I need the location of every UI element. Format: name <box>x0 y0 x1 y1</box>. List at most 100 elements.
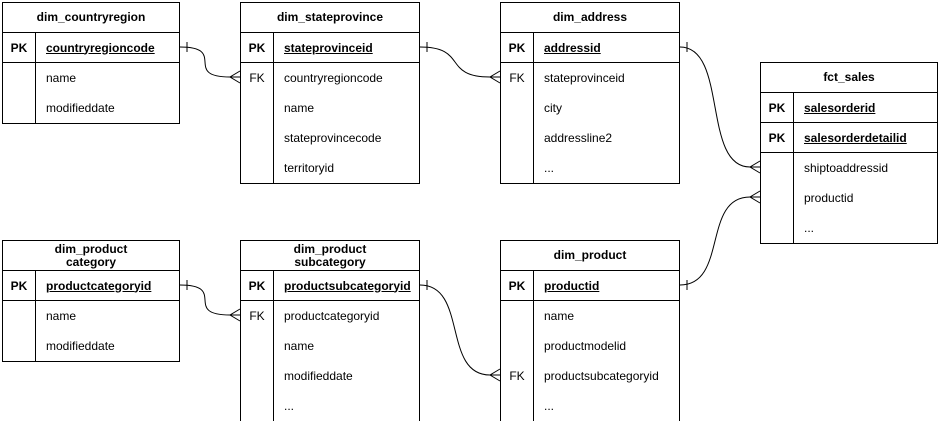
key-cell <box>241 391 274 421</box>
field-row-stateprovinceid: FK stateprovinceid <box>501 63 679 93</box>
key-cell: FK <box>241 63 274 93</box>
field-name: productcategoryid <box>46 278 152 293</box>
field-row-salesorderdetailid: PK salesorderdetailid <box>761 123 937 153</box>
field-row-productmodelid: productmodelid <box>501 331 679 361</box>
field-row-countryregioncode: FK countryregioncode <box>241 63 419 93</box>
key-cell <box>761 213 794 243</box>
key-cell <box>761 183 794 213</box>
field-row-modifieddate: modifieddate <box>3 331 179 361</box>
key-cell <box>241 123 274 153</box>
field-name: addressline2 <box>544 131 613 145</box>
field-name: name <box>284 101 315 115</box>
relationship-dim_product-to-fct_sales[interactable] <box>679 190 761 290</box>
relationship-dim_productsubcategory-to-dim_product[interactable] <box>419 280 501 382</box>
key-cell <box>501 93 534 123</box>
relationship-line <box>179 46 231 78</box>
key-cell: FK <box>501 63 534 93</box>
key-cell: PK <box>241 271 274 300</box>
key-cell <box>3 93 36 123</box>
relationship-dim_productcategory-to-dim_productsubcategory[interactable] <box>179 280 241 322</box>
relationship-line <box>419 46 491 78</box>
cardinality-many-crows-foot <box>229 308 241 322</box>
field-name: productmodelid <box>544 339 627 353</box>
field-name: productsubcategoryid <box>544 369 659 383</box>
field-name: countryregioncode <box>284 71 383 85</box>
relationship-line <box>419 284 491 376</box>
entity-title-dim_stateprovince: dim_stateprovince <box>241 3 419 33</box>
field-row-name: name <box>241 331 419 361</box>
key-cell <box>501 331 534 361</box>
entity-title-dim_countryregion: dim_countryregion <box>3 3 179 33</box>
key-cell: PK <box>501 33 534 62</box>
field-name: name <box>284 339 315 353</box>
key-cell <box>241 93 274 123</box>
field-row-shiptoaddressid: shiptoaddressid <box>761 153 937 183</box>
key-cell <box>3 301 36 331</box>
field-name: countryregioncode <box>46 40 155 55</box>
relationship-line <box>179 284 231 316</box>
key-cell: PK <box>241 33 274 62</box>
field-row-city: city <box>501 93 679 123</box>
field-row-countryregioncode: PK countryregioncode <box>3 33 179 63</box>
field-row-addressid: PK addressid <box>501 33 679 63</box>
field-row-ellipsis: ... <box>501 153 679 183</box>
key-cell: FK <box>241 301 274 331</box>
field-name: stateprovinceid <box>544 71 625 85</box>
field-name: modifieddate <box>46 101 115 115</box>
field-row-modifieddate: modifieddate <box>241 361 419 391</box>
field-name: stateprovinceid <box>284 40 373 55</box>
field-row-ellipsis: ... <box>241 391 419 421</box>
field-name: ... <box>544 399 555 413</box>
field-row-stateprovinceid: PK stateprovinceid <box>241 33 419 63</box>
relationship-line <box>679 46 751 168</box>
key-cell: PK <box>3 33 36 62</box>
field-row-productsubcategoryid: PK productsubcategoryid <box>241 271 419 301</box>
field-row-ellipsis: ... <box>501 391 679 421</box>
field-name: modifieddate <box>46 339 115 353</box>
key-cell: PK <box>501 271 534 300</box>
field-name: salesorderid <box>804 100 876 115</box>
cardinality-many-crows-foot <box>229 70 241 84</box>
field-name: ... <box>544 161 555 175</box>
key-cell: FK <box>501 361 534 391</box>
field-name: productsubcategoryid <box>284 278 411 293</box>
key-cell <box>501 301 534 331</box>
key-cell: PK <box>761 123 794 152</box>
key-cell <box>241 153 274 183</box>
field-name: ... <box>804 221 815 235</box>
key-cell <box>761 153 794 183</box>
field-name: stateprovincecode <box>284 131 382 145</box>
cardinality-many-crows-foot <box>749 190 761 204</box>
entity-title-dim_address: dim_address <box>501 3 679 33</box>
entity-title-fct_sales: fct_sales <box>761 63 937 93</box>
field-name: territoryid <box>284 161 335 175</box>
key-cell <box>501 391 534 421</box>
cardinality-many-crows-foot <box>489 70 501 84</box>
field-name: salesorderdetailid <box>804 130 907 145</box>
field-row-modifieddate: modifieddate <box>3 93 179 123</box>
key-cell <box>241 361 274 391</box>
key-cell <box>3 331 36 361</box>
field-name: modifieddate <box>284 369 353 383</box>
field-name: addressid <box>544 40 601 55</box>
key-cell <box>501 153 534 183</box>
relationship-dim_countryregion-to-dim_stateprovince[interactable] <box>179 42 241 84</box>
relationship-dim_address-to-fct_sales[interactable] <box>679 42 761 174</box>
field-row-ellipsis: ... <box>761 213 937 243</box>
field-row-name: name <box>501 301 679 331</box>
field-name: name <box>46 71 77 85</box>
field-name: shiptoaddressid <box>804 161 889 175</box>
relationship-dim_stateprovince-to-dim_address[interactable] <box>419 42 501 84</box>
